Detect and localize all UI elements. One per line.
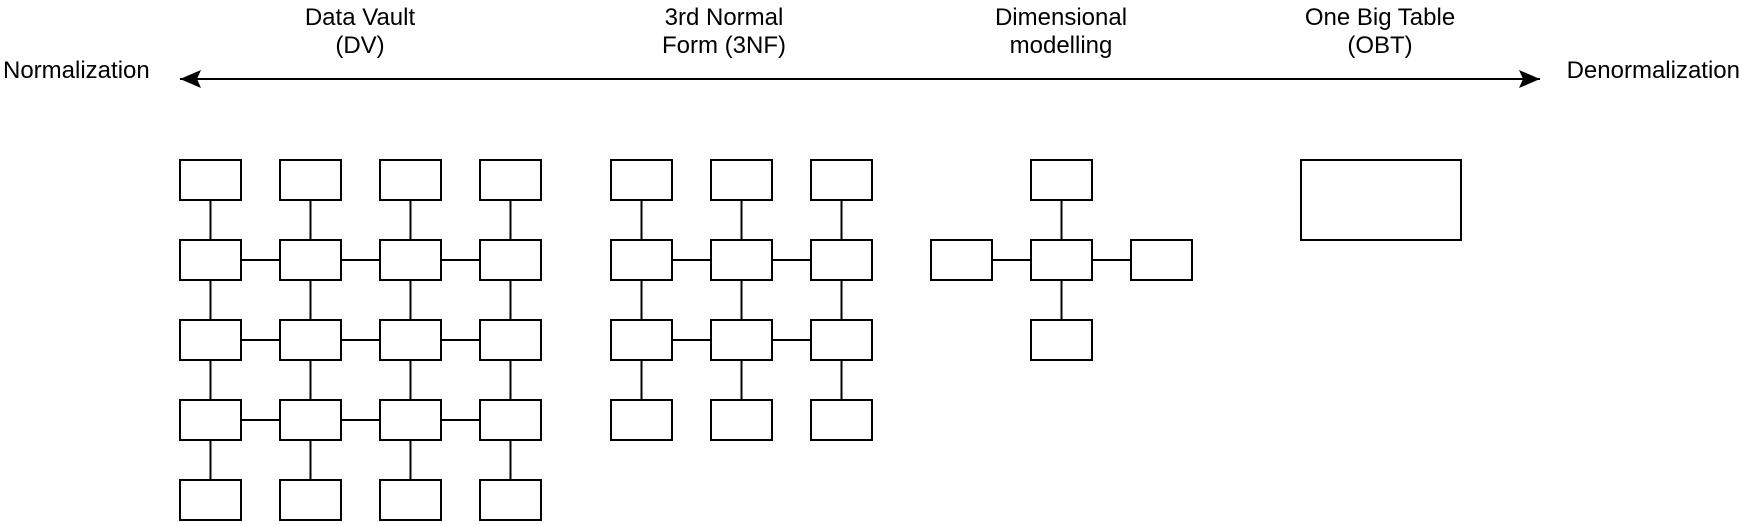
dimension-table-box bbox=[1030, 319, 1093, 361]
dimension-table-box bbox=[1130, 239, 1193, 281]
approach-label-dimensional: Dimensional modelling bbox=[995, 4, 1127, 60]
one-big-table-box bbox=[1300, 159, 1462, 241]
table-box bbox=[279, 159, 342, 201]
table-box bbox=[479, 319, 542, 361]
table-box bbox=[810, 319, 873, 361]
table-box bbox=[810, 399, 873, 441]
dimension-table-box bbox=[1030, 159, 1093, 201]
approach-label-one-big-table: One Big Table (OBT) bbox=[1305, 4, 1455, 60]
table-box bbox=[479, 159, 542, 201]
approach-label-line: modelling bbox=[1009, 32, 1113, 59]
dimension-table-box bbox=[930, 239, 993, 281]
table-box bbox=[179, 399, 242, 441]
normalization-label: Normalization bbox=[3, 57, 150, 84]
table-box bbox=[379, 159, 442, 201]
table-box bbox=[179, 479, 242, 521]
arrowhead-left-icon bbox=[180, 70, 201, 88]
table-box bbox=[279, 399, 342, 441]
fact-table-box bbox=[1030, 239, 1093, 281]
approach-label-line: Data Vault bbox=[304, 4, 416, 31]
table-box bbox=[610, 319, 673, 361]
table-box bbox=[379, 479, 442, 521]
denormalization-label: Denormalization bbox=[1566, 57, 1740, 84]
table-box bbox=[379, 399, 442, 441]
approach-label-third-normal-form: 3rd Normal Form (3NF) bbox=[662, 4, 786, 60]
approach-label-line: (OBT) bbox=[1347, 32, 1413, 59]
table-box bbox=[710, 239, 773, 281]
table-box bbox=[610, 239, 673, 281]
approach-label-line: (DV) bbox=[335, 32, 385, 59]
table-box bbox=[810, 159, 873, 201]
table-box bbox=[379, 319, 442, 361]
table-box bbox=[610, 159, 673, 201]
table-box bbox=[279, 479, 342, 521]
approach-label-line: 3rd Normal bbox=[664, 4, 784, 31]
table-box bbox=[710, 159, 773, 201]
approach-label-line: One Big Table bbox=[1304, 4, 1456, 31]
approach-label-data-vault: Data Vault (DV) bbox=[305, 4, 415, 60]
approach-label-line: Form (3NF) bbox=[662, 32, 786, 59]
table-box bbox=[479, 479, 542, 521]
table-box bbox=[179, 239, 242, 281]
table-box bbox=[179, 319, 242, 361]
table-box bbox=[479, 239, 542, 281]
table-box bbox=[279, 239, 342, 281]
table-box bbox=[479, 399, 542, 441]
table-box bbox=[610, 399, 673, 441]
table-box bbox=[379, 239, 442, 281]
approach-label-line: Dimensional bbox=[994, 4, 1128, 31]
table-box bbox=[810, 239, 873, 281]
table-box bbox=[710, 399, 773, 441]
table-box bbox=[710, 319, 773, 361]
table-box bbox=[279, 319, 342, 361]
arrowhead-right-icon bbox=[1519, 70, 1540, 88]
table-box bbox=[179, 159, 242, 201]
